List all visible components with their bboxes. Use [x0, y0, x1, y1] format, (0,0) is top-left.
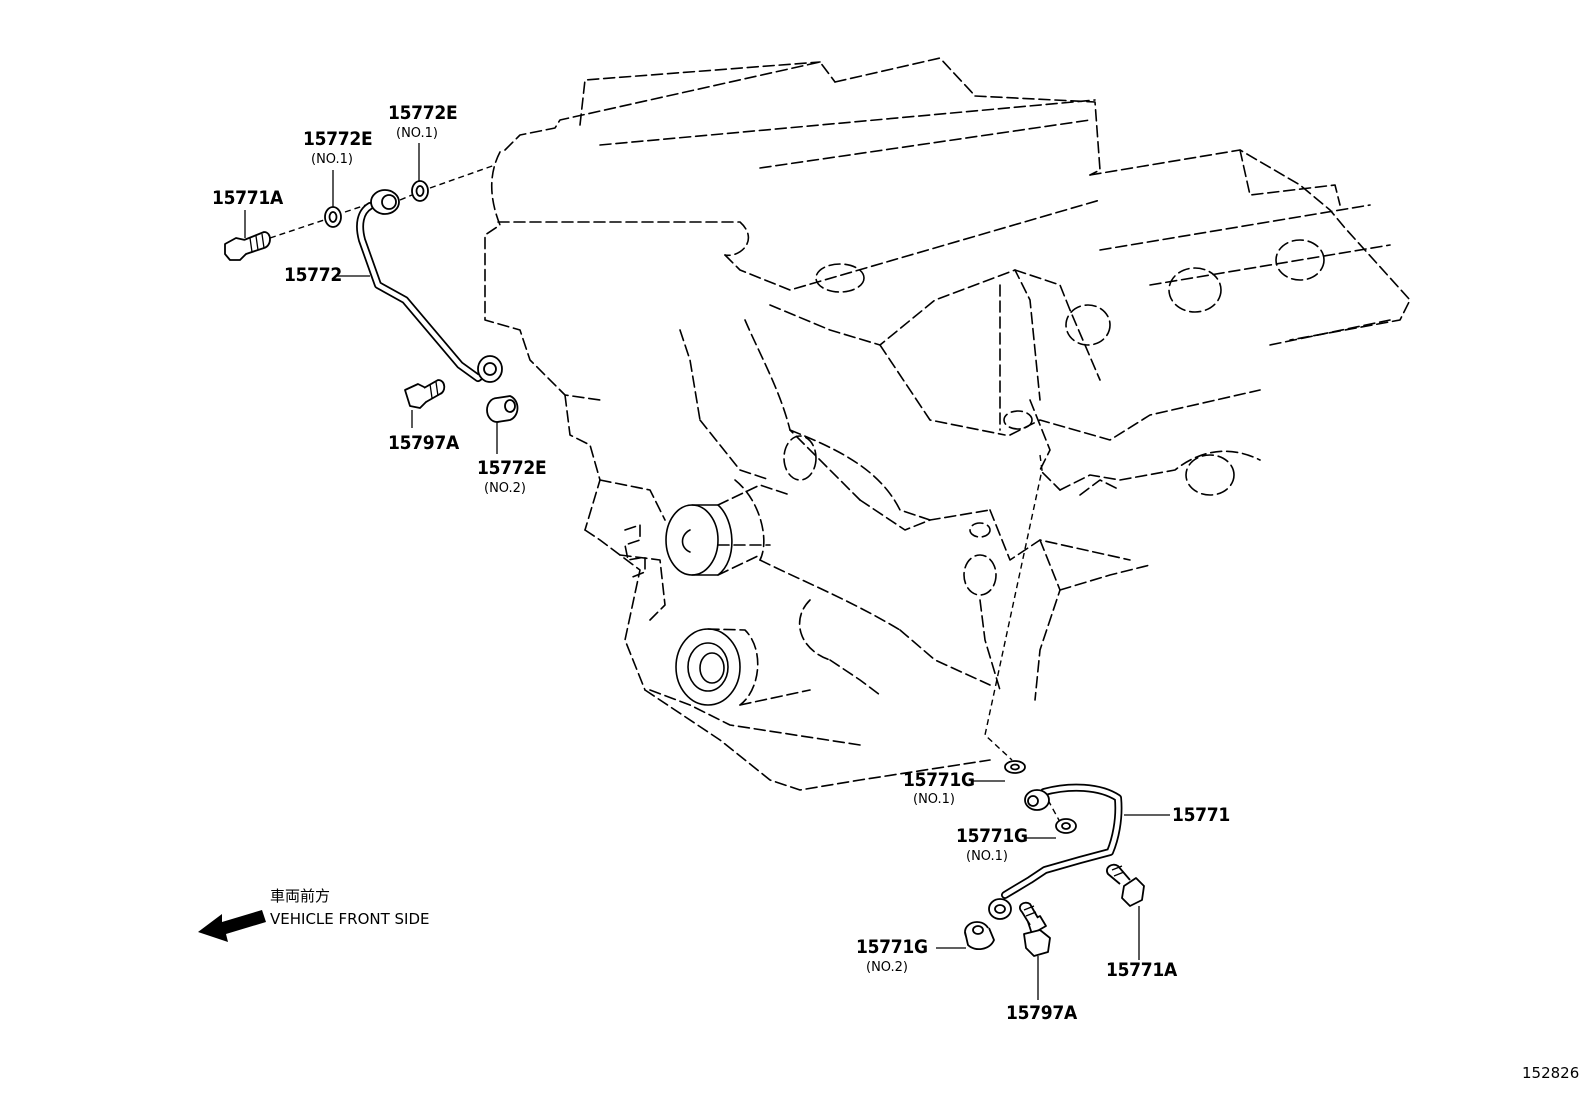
oil-pipe-15772-assembly [224, 143, 519, 454]
union-bolt-15771a-right [1106, 863, 1145, 907]
vehicle-front-label-english: VEHICLE FRONT SIDE [270, 910, 430, 928]
vehicle-front-arrow-icon [198, 910, 266, 942]
callout-15772e-top-left-sub: (NO.1) [311, 152, 353, 167]
callout-15771g-no2-sub: (NO.2) [866, 960, 908, 975]
callout-15772-number: 15772 [284, 264, 342, 286]
callout-15771g-no2-number: 15771G [856, 936, 928, 958]
callout-15797a-right-number: 15797A [1006, 1002, 1077, 1024]
callout-15772e-no2-sub: (NO.2) [484, 481, 526, 496]
callout-15771g-no1-a-number: 15771G [903, 769, 975, 791]
callout-15797a-left-number: 15797A [388, 432, 459, 454]
engine-outline [484, 57, 1411, 791]
union-bolt-15797a-left [404, 379, 446, 409]
union-bolt-15771a-left [224, 231, 271, 261]
vehicle-front-label-japanese: 車両前方 [270, 887, 331, 905]
callout-15771a-right-number: 15771A [1106, 959, 1177, 981]
oil-pipe-15771-assembly [936, 454, 1170, 1000]
illustration-code: 152826 [1522, 1064, 1580, 1082]
callout-15771g-no1-b-sub: (NO.1) [966, 849, 1008, 864]
callout-15771g-no1-b-number: 15771G [956, 825, 1028, 847]
gasket-15772e-no2 [486, 395, 519, 423]
callout-15772e-top-right-number: 15772E [388, 102, 458, 124]
union-bolt-15797a-right [1018, 901, 1051, 957]
callout-15772e-no2-number: 15772E [477, 457, 547, 479]
callout-15771g-no1-a-sub: (NO.1) [913, 792, 955, 807]
oil-pipe-15772 [356, 189, 503, 383]
gasket-15771g-no2 [964, 921, 995, 951]
oil-pipe-15771 [988, 783, 1123, 920]
callout-15771-number: 15771 [1172, 804, 1230, 826]
callout-15771a-left-number: 15771A [212, 187, 283, 209]
callout-15772e-top-right-sub: (NO.1) [396, 126, 438, 141]
callout-15772e-top-left-number: 15772E [303, 128, 373, 150]
